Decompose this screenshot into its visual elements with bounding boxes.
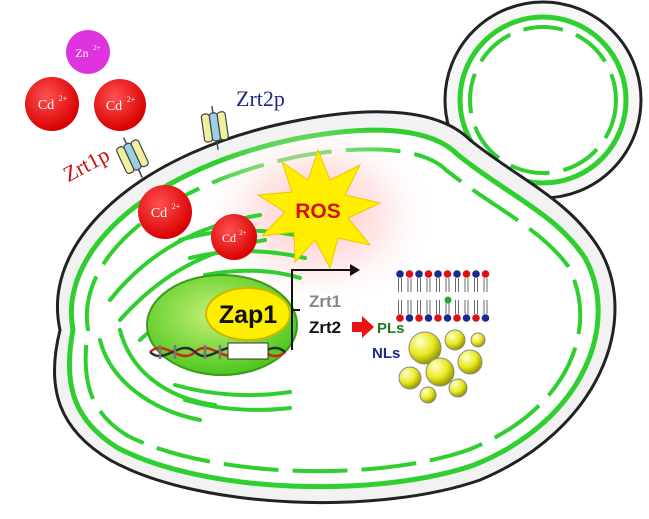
lipid-marker <box>444 296 452 304</box>
svg-text:Cd: Cd <box>222 231 236 245</box>
lipid-tail <box>445 278 450 292</box>
lipid-head <box>405 314 414 322</box>
lipid-head <box>405 270 414 278</box>
svg-text:Cd: Cd <box>38 98 54 113</box>
svg-text:Zn: Zn <box>75 46 88 60</box>
lipid-head <box>472 270 480 278</box>
lipid-head <box>396 314 404 322</box>
lipid-head <box>415 314 423 322</box>
ros-label: ROS <box>295 200 341 223</box>
svg-text:2+: 2+ <box>239 229 247 237</box>
transcription-arrowhead <box>350 264 360 276</box>
zrt2-gene-label: Zrt2 <box>309 318 341 337</box>
lipid-head <box>415 270 423 278</box>
lipid-tail <box>483 278 488 292</box>
zrt1p-transporter <box>116 137 149 178</box>
lipid-tail <box>426 300 431 314</box>
lipid-head <box>434 314 442 322</box>
lipid-tail <box>417 278 421 292</box>
promoter-box <box>227 342 269 360</box>
svg-text:2+: 2+ <box>59 94 68 103</box>
ros-burst: ROS <box>256 148 382 270</box>
lipid-head <box>443 270 452 278</box>
zap1-factor: Zap1 <box>205 287 291 341</box>
red-arrow <box>352 316 374 338</box>
lipid-head <box>424 314 433 322</box>
lipid-head <box>481 270 490 278</box>
lipid-tail <box>474 300 478 314</box>
lipid-tail <box>464 300 469 314</box>
lipid-head <box>462 270 471 278</box>
lipid-head <box>453 314 461 322</box>
lipid-head <box>396 270 404 278</box>
lipid-tail <box>455 300 459 314</box>
lipid-tail <box>398 300 402 314</box>
svg-text:Cd: Cd <box>106 99 122 114</box>
bud-cell <box>443 0 643 200</box>
zrt2p-label: Zrt2p <box>236 86 285 111</box>
cd-ion: Cd 2+ <box>25 77 79 131</box>
lipid-head <box>453 270 461 278</box>
lipid-head <box>472 314 480 322</box>
cd-ion: Cd 2+ <box>211 214 257 260</box>
svg-text:2+: 2+ <box>127 95 136 104</box>
cd-ion: Cd 2+ <box>94 79 146 131</box>
cd-ion: Cd 2+ <box>138 185 192 239</box>
zap1-label: Zap1 <box>219 301 277 329</box>
phospholipid-bilayer <box>396 270 490 322</box>
pls-label: PLs <box>377 320 405 337</box>
svg-text:2+: 2+ <box>93 44 101 52</box>
nls-label: NLs <box>372 345 400 362</box>
lipid-tail <box>436 278 440 292</box>
lipid-head <box>424 270 433 278</box>
transcription-arrows <box>291 269 350 350</box>
zrt1-gene-label: Zrt1 <box>309 292 341 311</box>
lipid-tail <box>436 300 440 314</box>
lipid-tail <box>483 300 488 314</box>
svg-text:2+: 2+ <box>172 202 181 211</box>
lipid-head <box>434 270 442 278</box>
zrt1p-label: Zrt1p <box>59 142 114 187</box>
lipid-tail <box>426 278 431 292</box>
lipid-tail <box>407 300 412 314</box>
lipid-tail <box>474 278 478 292</box>
zn-ion: Zn 2+ <box>66 30 110 74</box>
lipid-head <box>462 314 471 322</box>
lipid-droplets <box>398 329 486 404</box>
lipid-head <box>443 314 452 322</box>
lipid-tail <box>455 278 459 292</box>
lipid-tail <box>398 278 402 292</box>
zrt2p-transporter <box>200 105 229 150</box>
lipid-head <box>481 314 490 322</box>
lipid-tail <box>417 300 421 314</box>
svg-text:Cd: Cd <box>151 206 167 221</box>
lipid-tail <box>464 278 469 292</box>
lipid-tail <box>407 278 412 292</box>
